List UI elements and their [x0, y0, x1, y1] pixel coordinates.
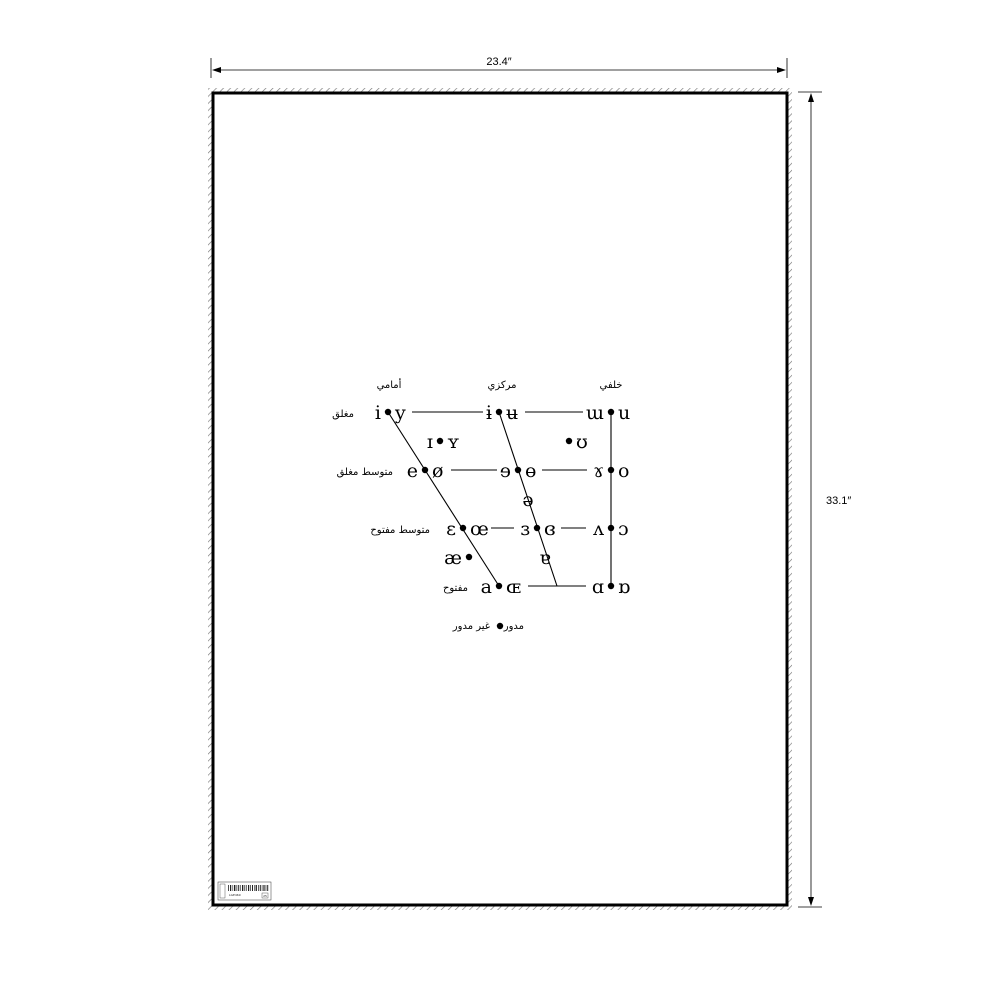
vowel-barred-o: ɵ — [525, 460, 536, 482]
dot-close-mid-front — [421, 466, 429, 474]
title-block: LGE469 25 — [217, 881, 272, 901]
front-diagonal-line — [387, 411, 500, 587]
vowel-small-cap-i: ɪ — [427, 431, 433, 453]
title-block-code: LGE469 — [229, 893, 241, 897]
vowel-open-o: ɔ — [618, 518, 629, 540]
height-dimension: 33.1″ — [798, 91, 851, 908]
height-label: 33.1″ — [826, 495, 851, 507]
vowel-turned-a: ɐ — [539, 547, 550, 569]
vowel-script-a: ɑ — [592, 576, 604, 598]
dot-open-front — [495, 582, 503, 590]
column-header-front: أمامي — [377, 378, 402, 391]
vowel-e: e — [407, 460, 418, 482]
width-label: 23.4″ — [486, 56, 511, 68]
column-header-central: مركزي — [488, 380, 517, 391]
vowel-reversed-epsilon: ɜ — [520, 518, 530, 540]
dot-open-mid-front — [459, 524, 467, 532]
dot-open-mid-back — [607, 524, 615, 532]
vowel-chart-lines — [387, 411, 612, 587]
vowel-i: i — [375, 402, 381, 424]
dot-close-central — [495, 408, 503, 416]
dot-close-back — [607, 408, 615, 416]
legend: مدور غير مدور — [452, 621, 524, 632]
row-label-open: مفتوح — [443, 583, 468, 594]
vowel-epsilon: ɛ — [446, 518, 456, 540]
vowel-small-cap-y: ʏ — [447, 431, 459, 453]
vowel-y: y — [394, 402, 406, 424]
vowel-turned-v: ʌ — [592, 518, 604, 540]
row-label-close: مغلق — [332, 409, 354, 420]
vowel-schwa: ə — [522, 489, 533, 511]
barcode-icon — [228, 885, 269, 891]
vowel-turned-script-a: ɒ — [618, 576, 630, 598]
legend-unrounded: غير مدور — [452, 621, 490, 632]
dot-near-close-back — [565, 437, 573, 445]
legend-dot — [496, 622, 504, 630]
vowel-u: u — [618, 402, 630, 424]
vowel-rams-horn: ɤ — [593, 460, 604, 482]
vowel-u-bar: ʉ — [506, 402, 518, 424]
dot-near-open-front — [465, 553, 473, 561]
vowel-dots — [384, 408, 615, 590]
vowel-o: o — [618, 460, 629, 482]
row-label-close-mid: متوسط مغلق — [337, 467, 393, 478]
vowel-oe: œ — [470, 518, 489, 540]
dot-close-mid-central — [514, 466, 522, 474]
vowel-symbols: i y ɨ ʉ ɯ u ɪ ʏ ʊ e ø ɘ ɵ ɤ o ə ɛ œ ɜ ɞ … — [375, 402, 630, 598]
vowel-i-bar: ɨ — [486, 402, 492, 424]
central-diagonal-line — [498, 411, 558, 587]
dot-open-back — [607, 582, 615, 590]
vowel-o-slash: ø — [432, 460, 443, 482]
row-label-open-mid: متوسط مفتوح — [370, 525, 430, 536]
vowel-small-cap-oe: ɶ — [506, 576, 521, 598]
dot-open-mid-central — [533, 524, 541, 532]
vowel-a: a — [481, 576, 492, 598]
vowel-closed-reversed-epsilon: ɞ — [544, 518, 556, 540]
dot-near-close-front — [436, 437, 444, 445]
vowel-turned-m: ɯ — [586, 402, 604, 424]
vowel-upsilon: ʊ — [576, 431, 588, 453]
column-header-back: خلفي — [600, 380, 623, 391]
vowel-ash: æ — [444, 547, 462, 569]
title-block-box: 25 — [263, 894, 267, 898]
vowel-reversed-e: ɘ — [500, 460, 511, 482]
legend-rounded: مدور — [503, 621, 524, 632]
dot-close-mid-back — [607, 466, 615, 474]
dot-close-front — [384, 408, 392, 416]
poster-frame — [208, 88, 792, 910]
width-dimension: 23.4″ — [210, 56, 788, 78]
